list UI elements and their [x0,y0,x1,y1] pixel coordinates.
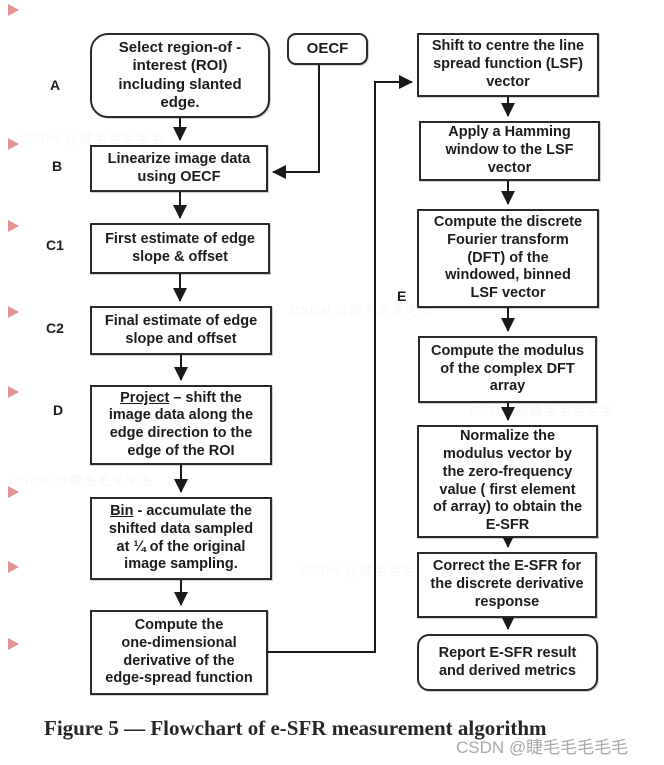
node-project-text: Project – shift the image data along the… [109,390,253,461]
node-normalize-text: Normalize the modulus vector by the zero… [432,428,583,533]
watermark-tile: CSDN @睫毛毛毛毛毛 [300,563,444,578]
red-triangle-marker [8,220,19,232]
node-project-lead: Project [120,389,170,406]
node-oecf-text: OECF [306,39,349,57]
node-derivative: Compute the one-dimensional derivative o… [90,610,268,695]
node-dft: Compute the discrete Fourier transform (… [417,209,599,308]
watermark-tile: CSDN @睫毛毛毛毛毛 [290,303,434,318]
node-dft-text: Compute the discrete Fourier transform (… [433,214,583,302]
stage-label-e: E [397,288,407,304]
node-first-estimate: First estimate of edge slope & offset [90,223,270,274]
node-hamming: Apply a Hamming window to the LSF vector [419,121,600,181]
node-linearize: Linearize image data using OECF [90,145,268,192]
node-select-roi-text: Select region-of - interest (ROI) includ… [118,38,242,111]
node-modulus-text: Compute the modulus of the complex DFT a… [430,342,585,395]
stage-label-b: B [52,158,63,174]
red-triangle-marker [8,486,19,498]
node-correct-text: Correct the E-SFR for the discrete deriv… [430,558,584,610]
node-report-text: Report E-SFR result and derived metrics [438,644,577,679]
node-project-rest: – shift the image data along the edge di… [108,389,254,459]
arrow-derivative-to-shift [268,75,413,653]
stage-label-d: D [53,402,64,418]
node-bin-text: Bin - accumulate the shifted data sample… [109,503,253,574]
node-shift-lsf-text: Shift to centre the line spread function… [431,38,585,90]
stage-label-c1: C1 [46,237,64,253]
node-report: Report E-SFR result and derived metrics [417,634,598,691]
node-shift-lsf: Shift to centre the line spread function… [417,33,599,97]
node-project: Project – shift the image data along the… [90,385,272,465]
figure-caption: Figure 5 — Flowchart of e-SFR measuremen… [44,716,547,740]
node-correct: Correct the E-SFR for the discrete deriv… [417,552,597,618]
arrow-oecf-to-linearize [272,65,320,179]
red-triangle-marker [8,561,19,573]
node-final-estimate: Final estimate of edge slope and offset [90,306,272,355]
node-hamming-text: Apply a Hamming window to the LSF vector [445,124,574,176]
watermark-tile: CSDN @睫毛毛毛毛毛 [20,131,164,146]
node-bin-lead: Bin [110,503,134,520]
red-triangle-marker [8,638,19,650]
red-triangle-marker [8,138,19,150]
node-linearize-text: Linearize image data using OECF [107,150,251,185]
stage-label-c2: C2 [46,320,64,336]
node-derivative-text: Compute the one-dimensional derivative o… [105,617,253,687]
node-final-estimate-text: Final estimate of edge slope and offset [104,312,258,347]
red-triangle-marker [8,306,19,318]
node-first-estimate-text: First estimate of edge slope & offset [105,230,255,265]
node-select-roi: Select region-of - interest (ROI) includ… [90,33,270,118]
watermark-tile: CSDN @睫毛毛毛毛毛 [10,473,154,488]
node-normalize: Normalize the modulus vector by the zero… [417,425,598,538]
csdn-watermark: CSDN @睫毛毛毛毛毛 [456,738,629,757]
node-bin: Bin - accumulate the shifted data sample… [90,497,272,580]
node-modulus: Compute the modulus of the complex DFT a… [418,336,597,403]
node-oecf: OECF [287,33,368,65]
stage-label-a: A [50,77,61,93]
red-triangle-marker [8,386,19,398]
node-bin-rest: - accumulate the shifted data sampled at… [108,503,254,573]
red-triangle-marker [8,4,19,16]
